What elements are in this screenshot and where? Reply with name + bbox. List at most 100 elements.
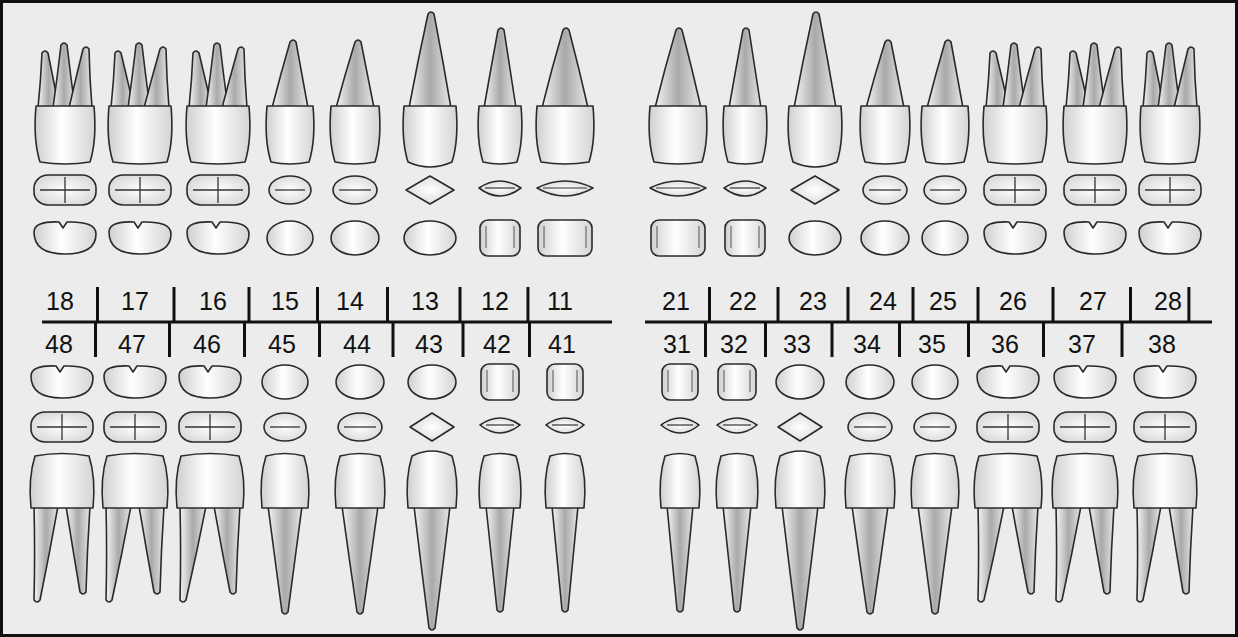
tooth-part: [552, 424, 578, 425]
tooth-part: [344, 426, 376, 427]
tooth-part: [1064, 175, 1126, 205]
tooth-number: 33: [782, 332, 812, 357]
tooth-part: [846, 365, 894, 399]
tooth-part: [536, 106, 594, 164]
tooth-part: [1070, 177, 1120, 203]
tooth-part: [912, 365, 958, 399]
tooth-part: [927, 40, 963, 108]
tooth-part: [40, 177, 90, 203]
tooth-number: 23: [798, 289, 828, 314]
tooth-part: [920, 426, 950, 427]
tooth-part: [109, 175, 171, 205]
tooth-part: [34, 175, 96, 205]
tooth-part: [863, 176, 907, 204]
tooth-part: [1133, 454, 1197, 509]
tooth-part: [794, 12, 836, 108]
tooth-part: [1134, 366, 1196, 398]
tooth-part: [977, 412, 1039, 442]
tooth-part: [408, 365, 456, 399]
tooth-part: [342, 506, 378, 614]
tooth-part: [983, 414, 1033, 440]
tooth-part: [924, 176, 966, 204]
tooth-part: [918, 506, 952, 614]
tooth-part: [485, 187, 515, 188]
tooth-part: [724, 181, 766, 196]
tooth-part: [1089, 506, 1114, 594]
tooth-part: [662, 364, 698, 400]
tooth-part: [651, 220, 705, 256]
tooth-part: [547, 364, 583, 400]
tooth-part: [1012, 506, 1038, 594]
tooth-part: [264, 413, 306, 441]
tooth-part: [1140, 106, 1200, 164]
tooth-part: [1139, 175, 1201, 205]
tooth-part: [922, 221, 968, 255]
grid-line: [392, 323, 395, 357]
grid-line: [967, 323, 970, 357]
tooth-part: [788, 106, 842, 167]
tooth-part: [479, 454, 521, 509]
tooth-part: [1145, 177, 1195, 203]
tooth-part: [1099, 47, 1124, 108]
tooth-part: [724, 370, 750, 392]
grid-line: [386, 287, 389, 321]
tooth-part: [31, 366, 93, 398]
tooth-part: [984, 175, 1046, 205]
tooth-part: [269, 176, 311, 204]
tooth-number: 26: [998, 289, 1028, 314]
tooth-part: [725, 220, 765, 256]
tooth-part: [34, 222, 96, 254]
grid-line: [764, 323, 767, 357]
tooth-number: 32: [719, 332, 749, 357]
tooth-number: 48: [44, 332, 74, 357]
tooth-part: [66, 506, 90, 594]
tooth-part: [1063, 106, 1127, 164]
tooth-part: [487, 370, 513, 392]
tooth-part: [186, 106, 250, 164]
tooth-part: [731, 226, 759, 248]
tooth-part: [974, 454, 1042, 509]
tooth-part: [409, 12, 451, 108]
tooth-part: [338, 413, 382, 441]
tooth-part: [650, 181, 706, 196]
tooth-part: [718, 364, 756, 400]
tooth-part: [262, 365, 308, 399]
tooth-part: [180, 506, 206, 602]
tooth-part: [486, 424, 514, 425]
grid-line: [708, 287, 711, 321]
grid-line: [459, 287, 462, 321]
tooth-part: [983, 106, 1047, 164]
tooth-number: 45: [267, 332, 297, 357]
tooth-part: [1056, 506, 1081, 602]
tooth-part: [185, 414, 235, 440]
tooth-part: [716, 454, 758, 509]
tooth-part: [545, 454, 585, 509]
tooth-part: [330, 106, 380, 164]
tooth-part: [37, 414, 87, 440]
tooth-part: [187, 175, 249, 205]
tooth-part: [275, 189, 305, 190]
grid-line: [243, 323, 246, 357]
tooth-part: [179, 412, 241, 442]
tooth-part: [1052, 454, 1118, 509]
tooth-part: [104, 412, 166, 442]
tooth-part: [35, 106, 95, 164]
tooth-part: [723, 106, 767, 164]
tooth-number: 31: [662, 332, 692, 357]
tooth-part: [266, 106, 314, 164]
grid-line: [645, 321, 1212, 324]
tooth-part: [102, 454, 168, 509]
tooth-part: [546, 418, 584, 433]
tooth-number: 24: [868, 289, 898, 314]
grid-line: [318, 323, 321, 357]
tooth-part: [104, 366, 166, 398]
tooth-part: [1019, 47, 1044, 108]
grid-line: [1121, 323, 1124, 357]
tooth-number: 44: [342, 332, 372, 357]
tooth-part: [193, 177, 243, 203]
grid-line: [316, 287, 319, 321]
tooth-part: [542, 28, 588, 108]
tooth-part: [845, 454, 895, 509]
tooth-part: [336, 40, 374, 108]
